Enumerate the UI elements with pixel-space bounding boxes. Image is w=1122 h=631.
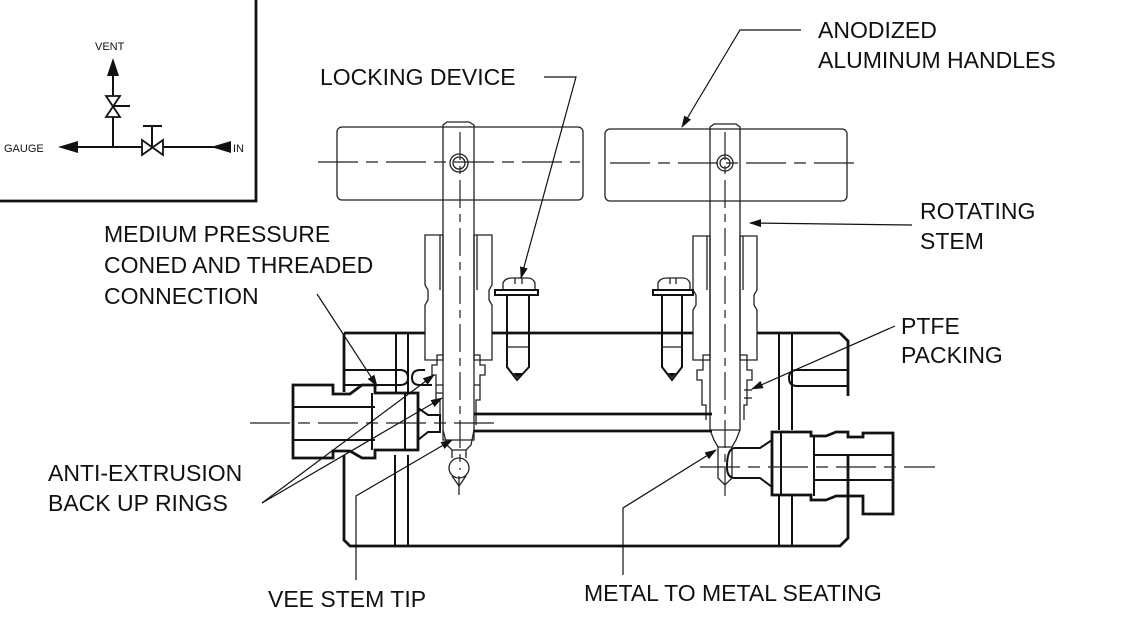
vent-label: VENT [95, 41, 125, 53]
label-medium-line2: CONED AND THREADED [104, 252, 373, 278]
label-locking-device: LOCKING DEVICE [320, 64, 516, 90]
inlet-valve-icon [141, 138, 164, 157]
leader-anti-extrusion-2 [261, 397, 443, 504]
label-vee-stem-tip: VEE STEM TIP [268, 586, 426, 612]
right-locking-screw [652, 277, 694, 382]
label-medium-line1: MEDIUM PRESSURE [104, 221, 330, 247]
flow-schematic-inset: VENT GAUGE IN [0, 0, 258, 203]
label-rotating-line2: STEM [920, 228, 984, 254]
leader-locking-device [520, 76, 577, 279]
leader-anti-extrusion-1 [261, 374, 435, 504]
leader-ptfe-packing [751, 325, 896, 390]
leader-lines [261, 29, 913, 580]
label-anodized-line1: ANODIZED [818, 17, 937, 43]
label-anti-line2: BACK UP RINGS [48, 490, 228, 516]
leader-vee-stem-tip [355, 439, 453, 580]
label-metal-seating: METAL TO METAL SEATING [584, 580, 882, 606]
in-arrow-icon [211, 141, 231, 153]
label-anti-line1: ANTI-EXTRUSION [48, 460, 242, 486]
label-ptfe-line1: PTFE [901, 313, 960, 339]
right-handle [604, 128, 860, 202]
gauge-label: GAUGE [4, 143, 44, 155]
leader-rotating-stem [749, 219, 913, 228]
leader-anodized-handles [681, 29, 801, 128]
label-rotating-line1: ROTATING [920, 198, 1035, 224]
leader-metal-seating [622, 449, 717, 575]
right-valve-stem [692, 123, 758, 500]
left-fitting [250, 383, 497, 460]
label-ptfe-line2: PACKING [901, 342, 1003, 368]
gauge-arrow-icon [58, 141, 78, 153]
label-anodized-line2: ALUMINUM HANDLES [818, 47, 1056, 73]
left-valve-stem [424, 121, 493, 495]
callout-labels: LOCKING DEVICE ANODIZED ALUMINUM HANDLES… [48, 17, 1056, 612]
vent-arrow-icon [107, 58, 119, 76]
manifold-body [342, 331, 850, 548]
right-fitting [700, 430, 935, 516]
left-locking-screw [494, 277, 539, 382]
label-medium-line3: CONNECTION [104, 283, 259, 309]
inset-border [0, 0, 258, 203]
in-label: IN [233, 143, 244, 155]
leader-medium-pressure [316, 293, 378, 387]
